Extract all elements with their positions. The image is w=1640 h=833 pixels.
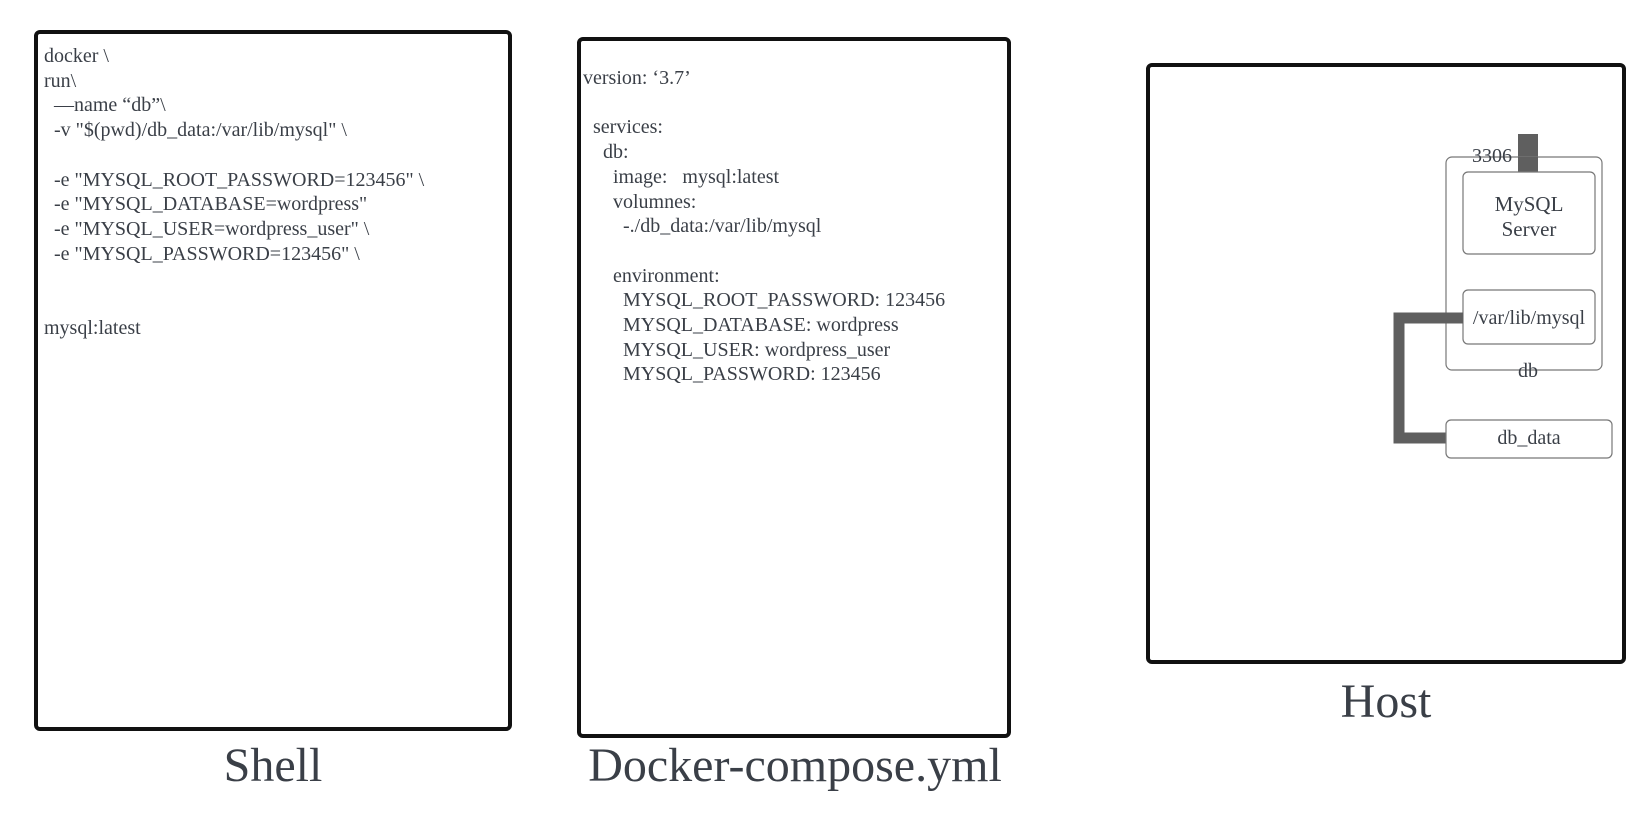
host-caption: Host: [1340, 675, 1432, 728]
compose-code-line: MYSQL_ROOT_PASSWORD: 123456: [583, 289, 946, 312]
compose-code-line: version: ‘3.7’: [583, 67, 691, 89]
compose-code-line: volumnes:: [583, 190, 697, 213]
shell-code-line: -e "MYSQL_ROOT_PASSWORD=123456" \: [44, 168, 425, 191]
mysql-server-label-line1: MySQL: [1495, 192, 1564, 216]
host-panel: [1146, 63, 1626, 664]
volume-box: [1445, 419, 1613, 459]
compose-yaml-text: version: ‘3.7’ services: db: image: mysq…: [583, 66, 945, 387]
port-label: 3306: [1472, 145, 1512, 167]
shell-code-line: -e "MYSQL_USER=wordpress_user" \: [44, 217, 370, 240]
mysql-server-label-line2: Server: [1502, 217, 1557, 241]
shell-code-line: -e "MYSQL_PASSWORD=123456" \: [44, 242, 360, 265]
compose-code-line: MYSQL_PASSWORD: 123456: [583, 363, 881, 386]
shell-command-text: docker \run\ —name “db”\ -v "$(pwd)/db_d…: [44, 44, 424, 340]
volume-label: db_data: [1497, 427, 1560, 449]
shell-caption: Shell: [223, 739, 323, 792]
compose-code-line: -./db_data:/var/lib/mysql: [583, 215, 822, 238]
container-label: db: [1518, 360, 1538, 382]
port-connector-inner: [1518, 157, 1538, 172]
compose-code-line: image: mysql:latest: [583, 165, 780, 188]
shell-code-line: —name “db”\: [44, 94, 166, 117]
mysql-server-box: [1462, 171, 1596, 255]
compose-caption: Docker-compose.yml: [588, 739, 1002, 792]
shell-code-line: docker \: [44, 45, 109, 67]
shell-code-line: mysql:latest: [44, 316, 141, 339]
compose-code-line: db:: [583, 141, 629, 164]
compose-code-line: MYSQL_USER: wordpress_user: [583, 338, 891, 361]
shell-code-line: -v "$(pwd)/db_data:/var/lib/mysql" \: [44, 119, 347, 142]
compose-code-line: services:: [583, 116, 663, 139]
shell-code-line: run\: [44, 69, 77, 92]
compose-panel: [577, 37, 1011, 738]
volume-connector: [1393, 312, 1463, 444]
compose-code-line: MYSQL_DATABASE: wordpress: [583, 314, 899, 337]
mount-path-label: /var/lib/mysql: [1473, 307, 1586, 329]
shell-panel: [34, 30, 512, 731]
shell-code-line: -e "MYSQL_DATABASE=wordpress": [44, 193, 368, 216]
compose-code-line: environment:: [583, 264, 720, 287]
